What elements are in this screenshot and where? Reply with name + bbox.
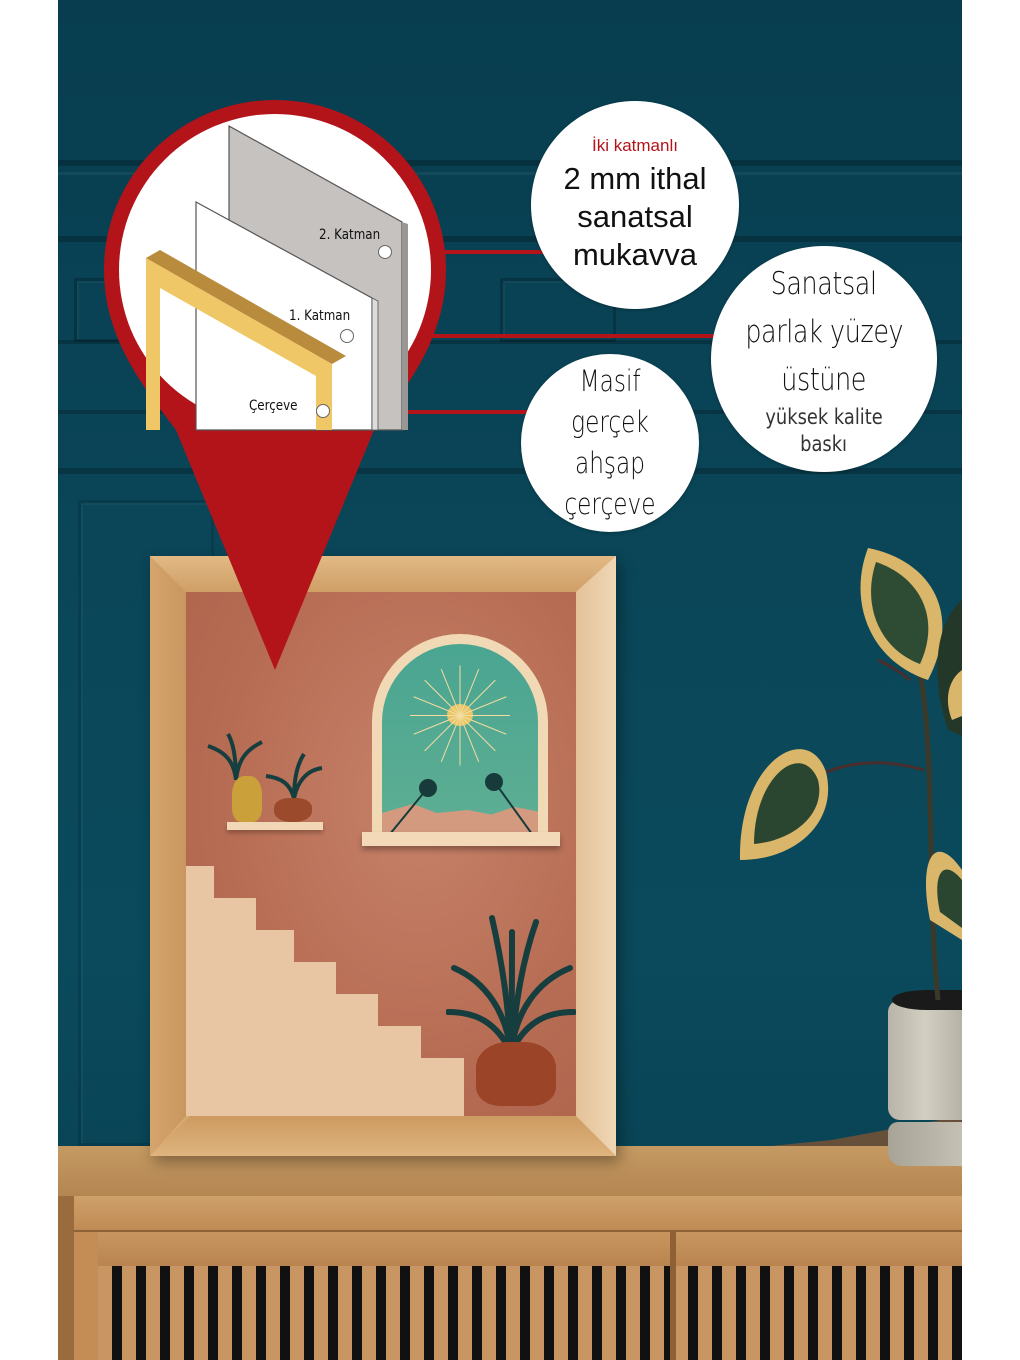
callout-wood-frame: Masif gerçek ahşap çerçeve xyxy=(521,354,699,532)
small-palm xyxy=(265,752,323,798)
location-pin-magnifier xyxy=(104,100,446,670)
callout-print: Sanatsal parlak yüzey üstüne yüksek kali… xyxy=(711,246,937,472)
art-print xyxy=(186,592,576,1116)
layer-marker-dot xyxy=(378,245,392,259)
callout-line-layer1 xyxy=(350,334,720,338)
wall-molding xyxy=(58,172,962,175)
rubber-plant xyxy=(739,548,962,1001)
layer-label: 1. Katman xyxy=(289,308,351,324)
wall-molding xyxy=(58,160,962,166)
callout-line-layer2 xyxy=(390,250,550,254)
planter-pot xyxy=(888,990,962,1170)
callout-line-frame xyxy=(325,410,530,414)
large-palm xyxy=(446,915,576,1052)
layer-marker-dot xyxy=(340,329,354,343)
sideboard-slats xyxy=(98,1266,962,1360)
wooden-picture-frame xyxy=(150,556,616,1156)
art-large-pot xyxy=(476,1042,556,1106)
art-stairs xyxy=(186,866,464,1116)
art-window-sill xyxy=(362,832,560,846)
wall-molding xyxy=(58,468,962,474)
wooden-sideboard xyxy=(58,1146,962,1360)
wall-molding xyxy=(58,340,962,344)
art-small-pot xyxy=(274,798,312,822)
callout-cardboard: İki katmanlı 2 mm ithal sanatsal mukavva xyxy=(531,101,739,309)
art-shelf xyxy=(227,822,323,830)
art-arched-window xyxy=(372,634,548,834)
product-scene xyxy=(58,0,962,1360)
art-yellow-vase xyxy=(232,776,262,822)
wall-panel xyxy=(500,278,616,342)
small-palm xyxy=(207,732,263,780)
layer-label: Çerçeve xyxy=(249,398,298,414)
wall-molding xyxy=(58,236,962,242)
layer-label: 2. Katman xyxy=(319,227,381,243)
layer-marker-dot xyxy=(316,404,330,418)
